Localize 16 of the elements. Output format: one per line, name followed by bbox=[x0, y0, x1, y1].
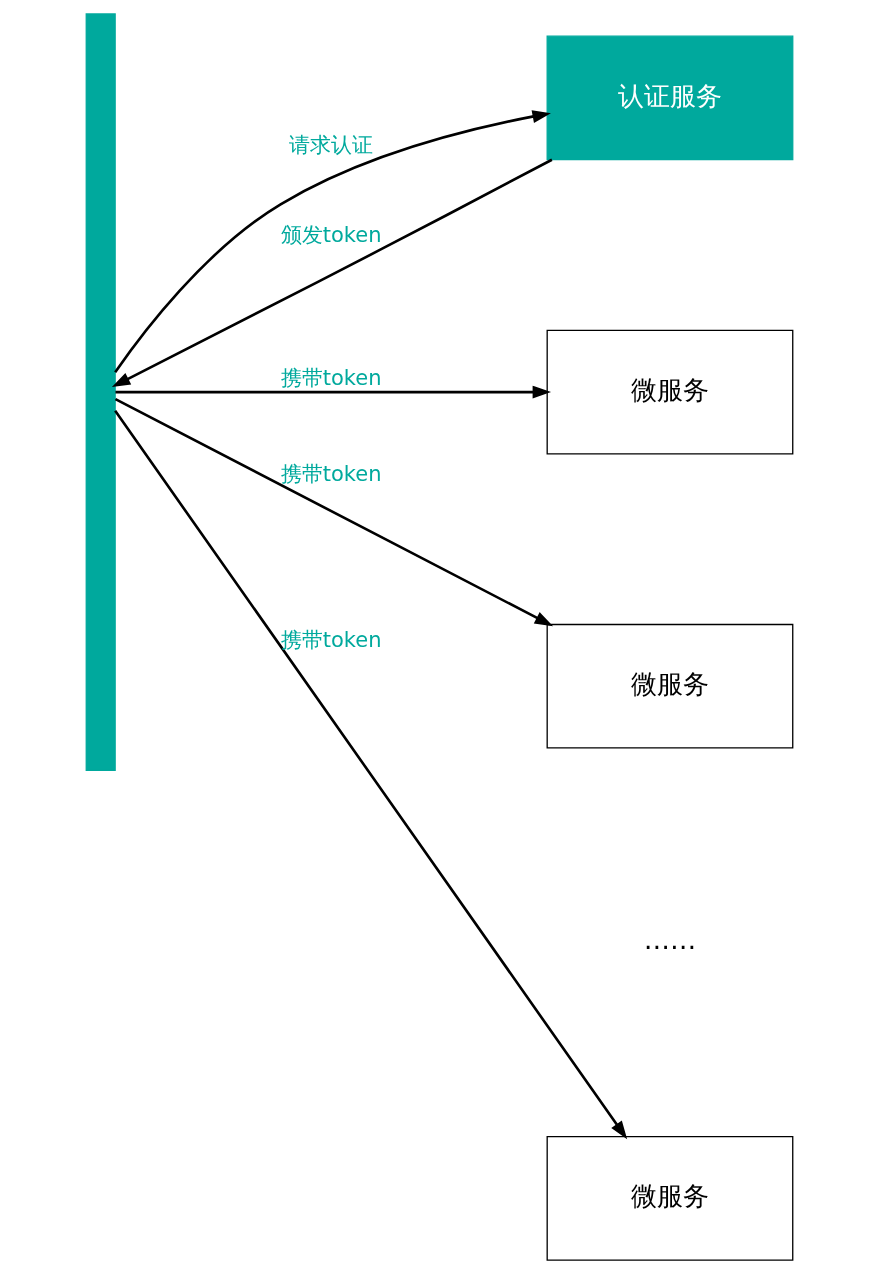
edge-label: 携带token bbox=[280, 461, 382, 487]
edge-label: 携带token bbox=[280, 626, 382, 652]
label: …… bbox=[643, 924, 697, 955]
arrow bbox=[115, 385, 552, 399]
node-bar bbox=[85, 13, 116, 771]
edge-label: 颁发token bbox=[280, 222, 382, 248]
arrow bbox=[114, 410, 628, 1140]
edge-label: 请求认证 bbox=[289, 131, 374, 157]
node-box: 认证服务 bbox=[546, 35, 794, 161]
edge-label: 携带token bbox=[280, 365, 382, 391]
node-box: 微服务 bbox=[546, 623, 794, 749]
arrow bbox=[114, 397, 554, 627]
node-box: 微服务 bbox=[546, 1136, 794, 1261]
arrow bbox=[114, 110, 551, 373]
arrow bbox=[111, 158, 553, 388]
node-box: 微服务 bbox=[546, 329, 794, 455]
